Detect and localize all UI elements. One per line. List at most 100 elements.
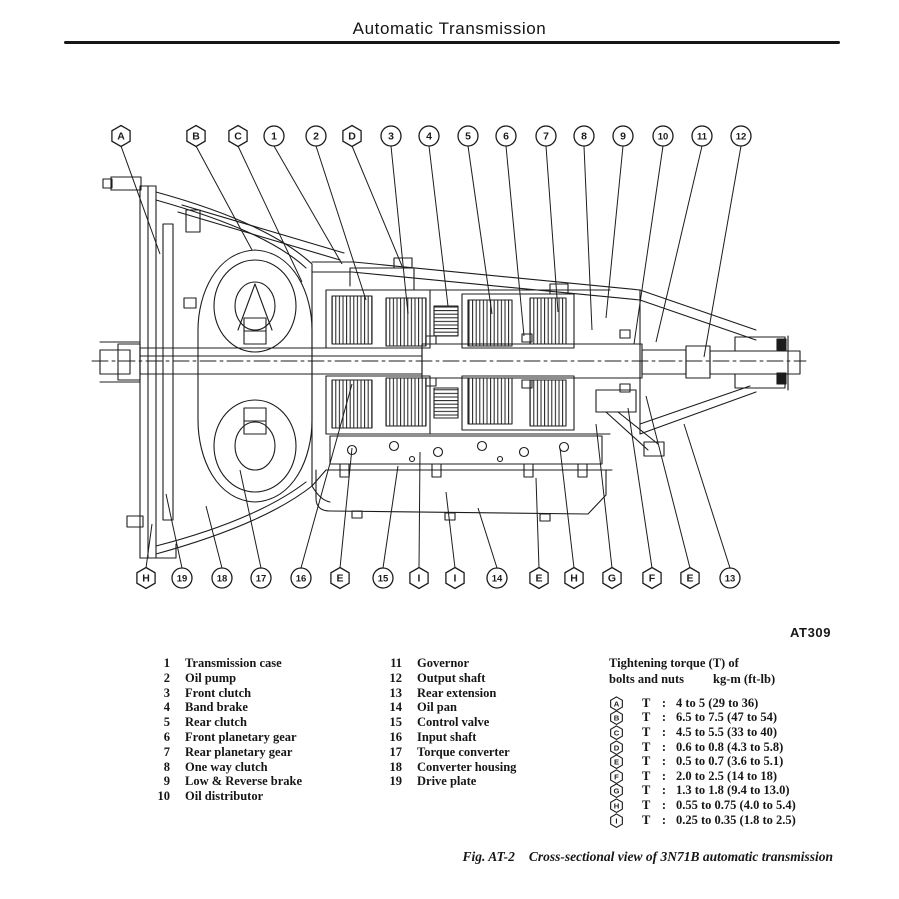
callout-12-badge: 12 bbox=[703, 125, 752, 358]
callout-label: E bbox=[686, 573, 693, 585]
hex-badge-outline bbox=[610, 812, 623, 828]
part-name: Front planetary gear bbox=[185, 729, 297, 744]
callout-5-badge: 5 bbox=[457, 125, 493, 315]
hex-bolt-badge: I bbox=[610, 812, 623, 828]
part-name: One way clutch bbox=[185, 759, 268, 774]
circle-badge-outline bbox=[372, 567, 394, 589]
header-rule bbox=[64, 41, 840, 44]
leader-line bbox=[683, 423, 731, 569]
circle-badge-outline bbox=[380, 125, 402, 147]
torque-t-label: T bbox=[642, 724, 651, 739]
callout-label: 19 bbox=[177, 574, 188, 585]
torque-separator: : bbox=[661, 739, 667, 754]
torque-converter-art bbox=[197, 249, 313, 503]
callout-label: 4 bbox=[426, 131, 432, 143]
circle-badge-outline bbox=[495, 125, 517, 147]
circle-badge-outline bbox=[171, 567, 193, 589]
torque-t-label: T bbox=[642, 783, 651, 798]
torque-separator: : bbox=[661, 754, 667, 769]
hex-badge-outline bbox=[602, 566, 622, 590]
callout-11-badge: 11 bbox=[655, 125, 713, 343]
callout-15-badge: 15 bbox=[372, 465, 399, 589]
hex-badge-outline bbox=[342, 124, 362, 148]
callout-16-badge: 16 bbox=[290, 383, 353, 589]
part-number: 1 bbox=[163, 656, 170, 670]
callout-3-badge: 3 bbox=[380, 125, 409, 315]
torque-key-letter: G bbox=[614, 787, 620, 796]
part-name: Band brake bbox=[185, 700, 248, 715]
torque-t-label: T bbox=[642, 695, 651, 710]
callout-c-badge: C bbox=[228, 124, 303, 283]
circle-badge-outline bbox=[418, 125, 440, 147]
part-name: Drive plate bbox=[417, 774, 477, 789]
leader-line bbox=[239, 469, 262, 569]
figure-caption-label: Fig. AT-2 bbox=[462, 849, 515, 864]
part-number: 10 bbox=[157, 789, 171, 804]
torque-t-label: T bbox=[642, 739, 651, 754]
callout-13-badge: 13 bbox=[683, 423, 741, 589]
hex-bolt-badge: H bbox=[610, 798, 623, 813]
shafts bbox=[91, 329, 807, 393]
callout-label: 14 bbox=[492, 574, 503, 585]
leader-line bbox=[351, 145, 403, 267]
callout-1-badge: 1 bbox=[263, 125, 343, 265]
torque-value: 0.55 to 0.75 (4.0 to 5.4) bbox=[676, 797, 796, 812]
callout-label: 3 bbox=[388, 131, 394, 143]
callout-b-badge: B bbox=[186, 124, 253, 251]
part-number: 2 bbox=[163, 670, 170, 685]
callout-label: 15 bbox=[378, 574, 389, 585]
callout-label: 1 bbox=[271, 131, 277, 143]
torque-t-label: T bbox=[642, 710, 651, 725]
hex-badge-outline bbox=[186, 124, 206, 148]
callout-18-badge: 18 bbox=[205, 505, 233, 589]
callout-14-badge: 14 bbox=[477, 507, 508, 589]
callout-label: 10 bbox=[658, 132, 669, 143]
rear-extension-outline bbox=[595, 289, 757, 457]
torque-key-letter: A bbox=[614, 699, 620, 708]
clutch-packs bbox=[325, 289, 575, 435]
hex-badge-outline bbox=[610, 739, 623, 755]
leader-line bbox=[633, 145, 664, 345]
circle-badge-outline bbox=[612, 125, 634, 147]
torque-separator: : bbox=[661, 768, 667, 783]
part-number: 4 bbox=[163, 700, 170, 715]
callout-label: C bbox=[234, 131, 242, 143]
torque-value: 0.6 to 0.8 (4.3 to 5.8) bbox=[676, 739, 784, 754]
torque-separator: : bbox=[661, 797, 667, 812]
leader-line bbox=[382, 465, 399, 569]
callout-a-badge: A bbox=[111, 124, 161, 255]
torque-heading-line1: Tightening torque (T) of bbox=[609, 656, 739, 670]
part-number: 7 bbox=[163, 744, 170, 759]
figure-caption: Fig. AT-2 Cross-sectional view of 3N71B a… bbox=[463, 849, 833, 865]
callout-d-badge: D bbox=[342, 124, 403, 267]
hex-bolt-badge: D bbox=[610, 739, 623, 755]
part-number: 18 bbox=[389, 759, 403, 774]
leader-line bbox=[145, 523, 153, 569]
leader-line bbox=[467, 145, 493, 315]
part-number: 9 bbox=[163, 774, 170, 789]
callout-label: D bbox=[348, 131, 356, 143]
circle-badge-outline bbox=[250, 567, 272, 589]
parts-list-item: 4 Band brake bbox=[150, 700, 302, 715]
callout-h-badge: H bbox=[559, 447, 584, 590]
figure-caption-text: Cross-sectional view of 3N71B automatic … bbox=[528, 849, 833, 864]
callout-label: 5 bbox=[465, 131, 471, 143]
callout-label: 13 bbox=[725, 574, 736, 585]
callout-e-badge: E bbox=[330, 447, 353, 590]
leader-line bbox=[195, 145, 253, 251]
hex-badge-outline bbox=[610, 725, 623, 740]
leader-line bbox=[165, 493, 183, 569]
part-name: Control valve bbox=[417, 715, 490, 730]
hex-badge-outline bbox=[330, 566, 350, 590]
